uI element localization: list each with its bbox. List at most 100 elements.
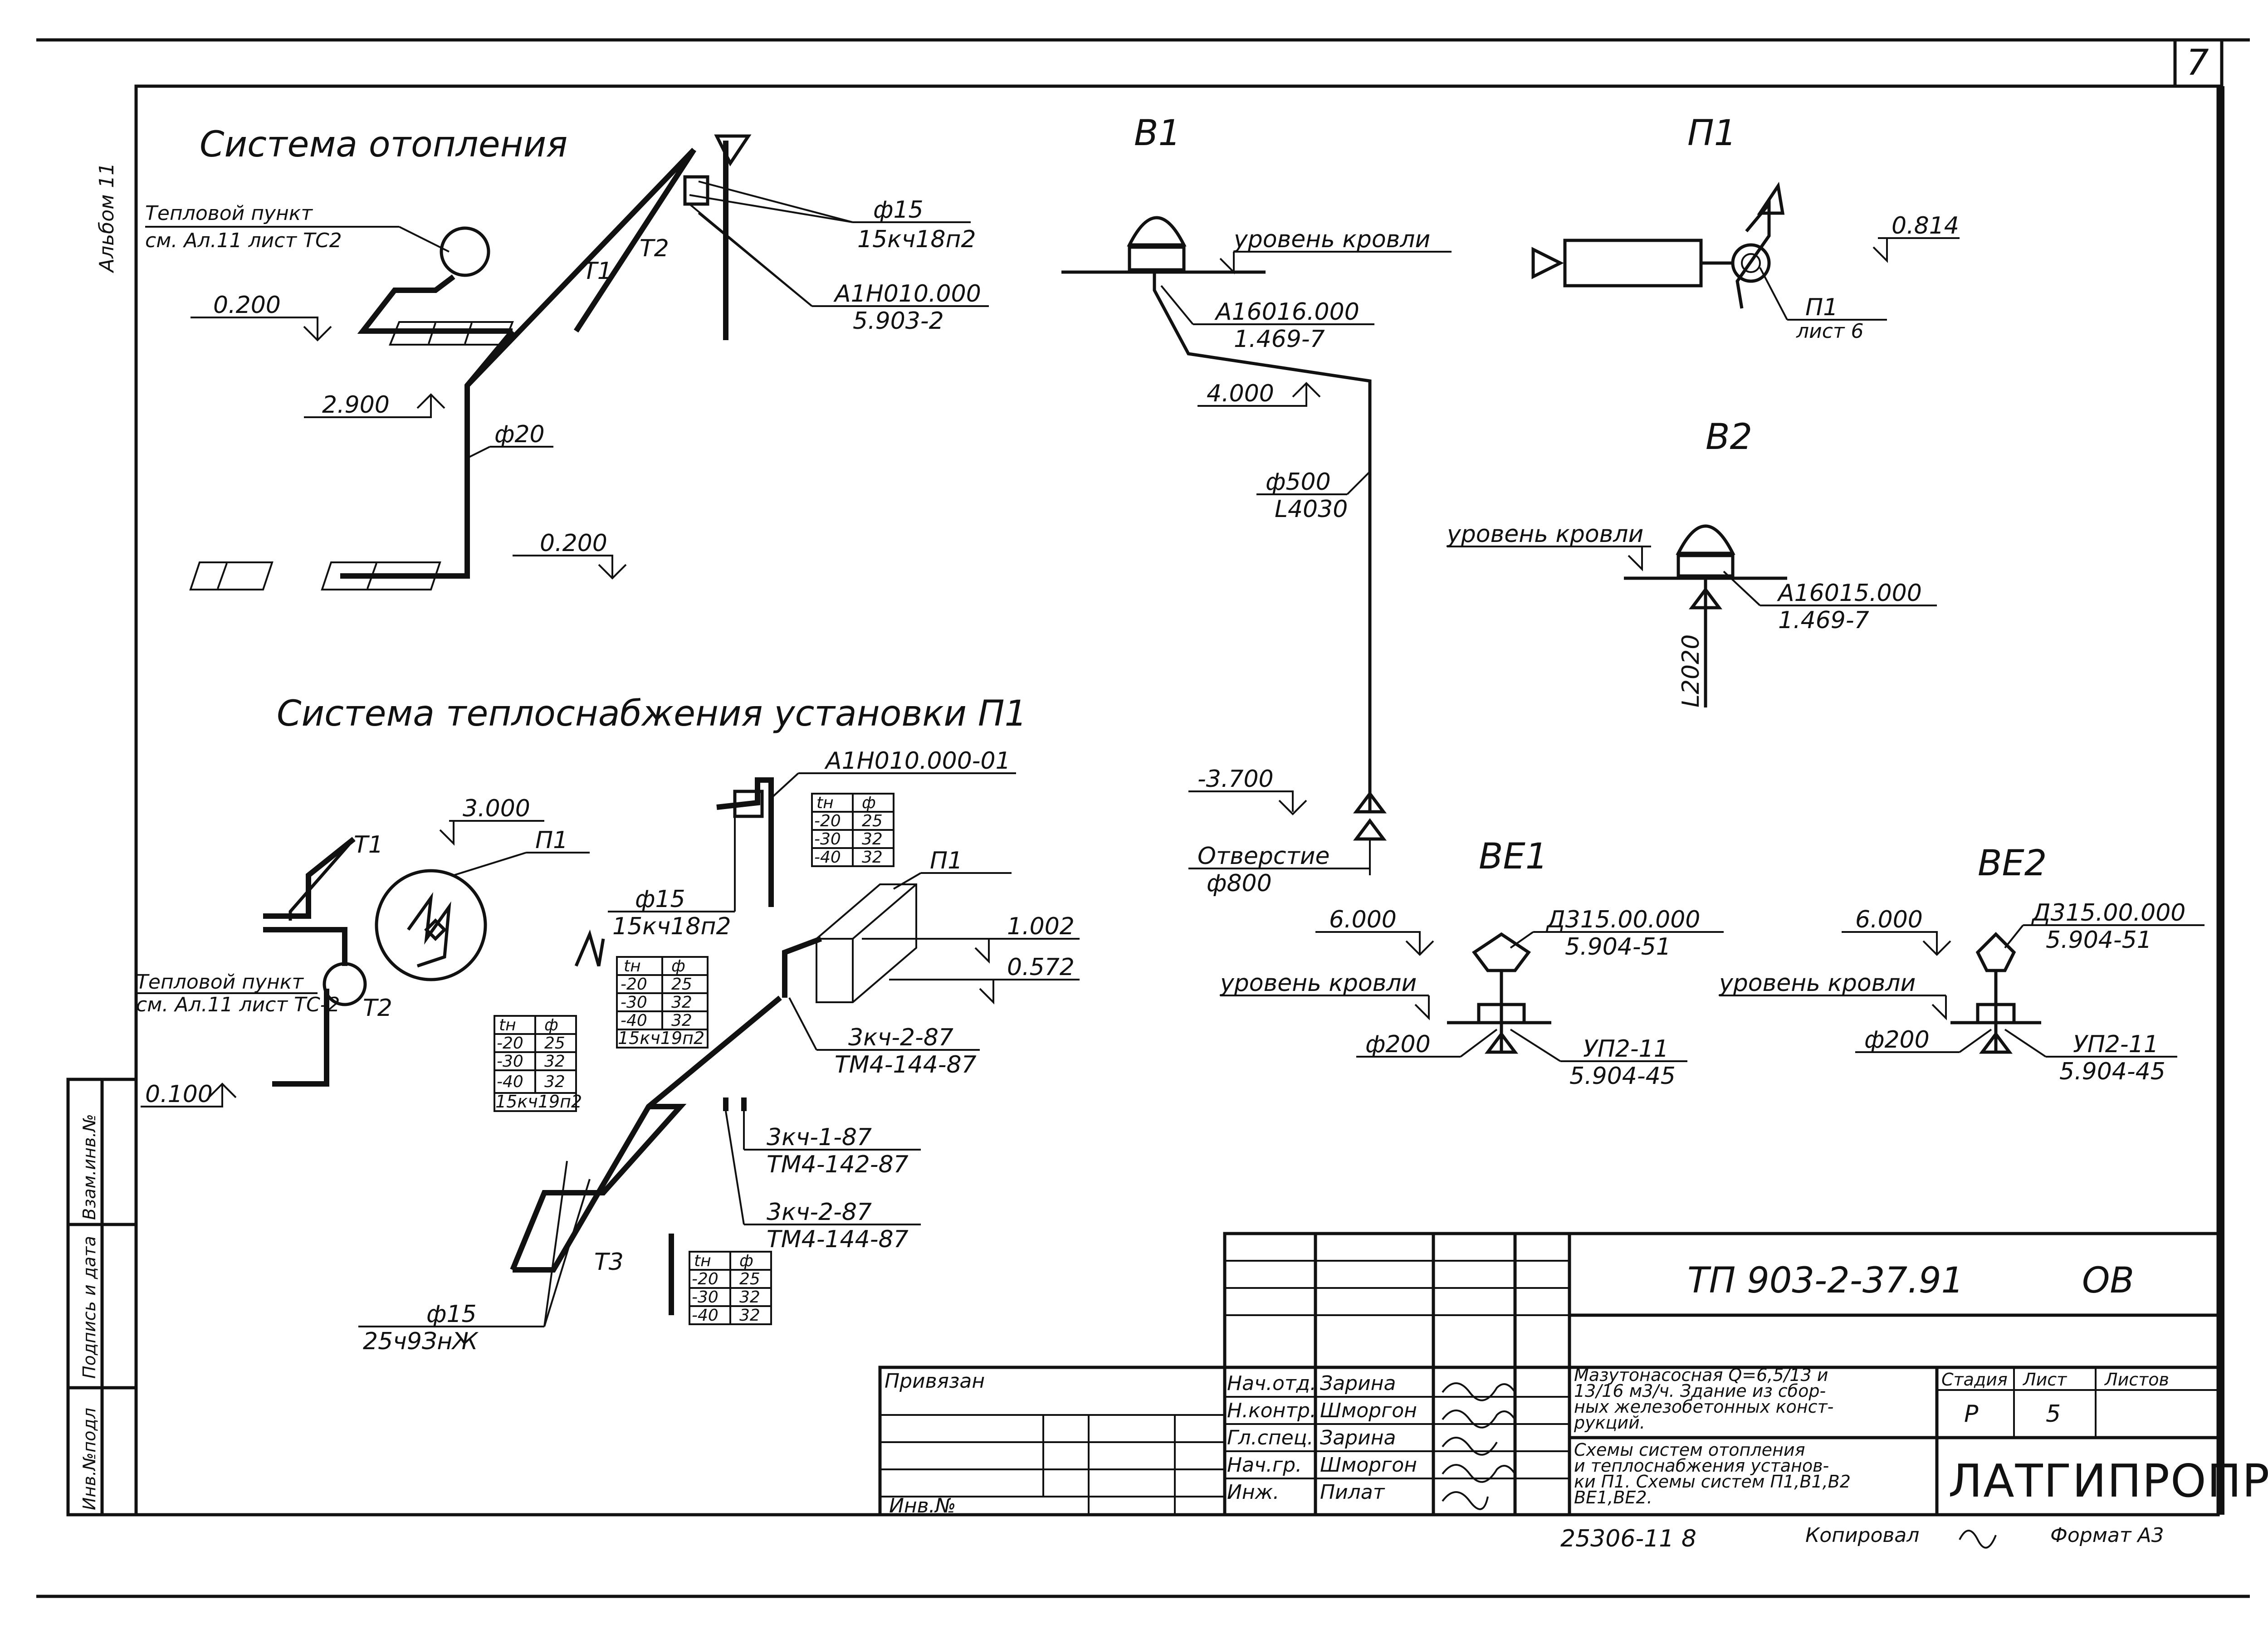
tb-drawing-2: и теплоснабжения установ- xyxy=(1574,1456,1829,1476)
v1-duct xyxy=(1153,272,1372,812)
ve2-ref-top-2: 5.904-51 xyxy=(2046,927,2152,954)
supply-level-0100: 0.100 xyxy=(145,1081,213,1108)
supply-valve3-2: ТМ4-144-87 xyxy=(767,1226,909,1253)
svg-text:25: 25 xyxy=(739,1270,760,1288)
supply-t1: Т1 xyxy=(354,831,383,858)
svg-text:-20: -20 xyxy=(621,975,647,994)
v1-opening-d: ф800 xyxy=(1207,870,1272,897)
svg-text:ф: ф xyxy=(671,957,685,976)
supply-valve3-1: 3кч-2-87 xyxy=(767,1199,872,1226)
svg-text:-30: -30 xyxy=(692,1288,719,1307)
supply-level-1002: 1.002 xyxy=(1007,913,1075,940)
tb-stage-head: Стадия xyxy=(1941,1370,2008,1390)
heating-pipe-small-code: 15кч18п2 xyxy=(857,226,976,253)
level-0200-b: 0.200 xyxy=(540,530,607,557)
svg-text:ф: ф xyxy=(862,794,876,812)
v1-level-bottom: -3.700 xyxy=(1198,766,1274,793)
supply-valve2-2: ТМ4-142-87 xyxy=(767,1151,909,1178)
ve1-title: ВЕ1 xyxy=(1479,836,1548,877)
tb-org: ЛАТГИПРОПРОМ xyxy=(1948,1454,2268,1507)
level-2900: 2.900 xyxy=(322,391,390,419)
supply-heatpoint-symbol xyxy=(323,962,367,1006)
level-0200-a: 0.200 xyxy=(213,292,281,319)
v1-level-top: 4.000 xyxy=(1207,380,1274,407)
tb-code: ТП 903-2-37.91 xyxy=(1687,1260,1964,1301)
tb-sheet: 5 xyxy=(2046,1400,2061,1428)
v1-pipe-d: ф500 xyxy=(1266,468,1331,496)
heating-ref-2: 5.903-2 xyxy=(853,307,944,335)
supply-pipe-a-code: 15кч18п2 xyxy=(612,913,731,940)
ve1-ref-bot-2: 5.904-45 xyxy=(1569,1063,1676,1090)
page-number: 7 xyxy=(2186,43,2209,83)
svg-text:32: 32 xyxy=(739,1288,760,1307)
heating-heatpoint-1: Тепловой пункт xyxy=(145,202,313,225)
svg-text:ф: ф xyxy=(739,1252,753,1270)
strip-sign: Подпись и дата xyxy=(79,1236,99,1379)
supply-duct-unit xyxy=(816,883,917,1003)
album-side: Альбом 11 xyxy=(95,163,118,273)
svg-text:32: 32 xyxy=(671,993,692,1012)
heating-ref-1: А1Н010.000 xyxy=(833,280,981,307)
supply-table-4: tн ф -20 25 -30 32 -40 32 xyxy=(689,1251,772,1325)
v2-ref-2: 1.469-7 xyxy=(1778,607,1869,634)
v2-roof: уровень кровли xyxy=(1446,521,1643,548)
svg-text:32: 32 xyxy=(862,848,883,867)
ve2-ref-bot-2: 5.904-45 xyxy=(2059,1058,2165,1085)
svg-text:tн: tн xyxy=(816,794,834,812)
supply-ref-top: А1Н010.000-01 xyxy=(824,747,1011,775)
v1-pipe-len: L4030 xyxy=(1275,496,1348,523)
title-block xyxy=(878,1232,2220,1517)
ve1-fan xyxy=(1471,932,1531,972)
heating-pipe-main: ф20 xyxy=(494,421,545,448)
ve2-roof: уровень кровли xyxy=(1718,970,1916,997)
tb-privyazan: Привязан xyxy=(885,1370,985,1393)
svg-text:25: 25 xyxy=(862,812,883,830)
tb-object-4: рукций. xyxy=(1574,1413,1645,1433)
tb-signatures xyxy=(1442,1382,1516,1510)
supply-level-3000: 3.000 xyxy=(463,795,530,822)
supply-heatpoint-2: см. Ал.11 лист ТС-2 xyxy=(136,993,340,1016)
svg-text:-20: -20 xyxy=(814,812,841,830)
ve2-pipe: ф200 xyxy=(1864,1026,1930,1054)
tb-object-3: ных железобетонных конст- xyxy=(1574,1397,1833,1417)
svg-text:15кч19п2: 15кч19п2 xyxy=(495,1092,582,1112)
tb-inv: Инв.№ xyxy=(889,1494,956,1517)
tb-section: ОВ xyxy=(2082,1260,2134,1301)
p1-intake-arrow xyxy=(1531,247,1564,279)
tb-object-1: Мазутонасосная Q=6,5/13 и xyxy=(1574,1365,1828,1385)
v2-ref-1: А16015.000 xyxy=(1777,580,1922,607)
page-number-box xyxy=(2173,38,2224,88)
tb-drawing-3: ки П1. Схемы систем П1,В1,В2 xyxy=(1574,1472,1851,1492)
svg-text:25: 25 xyxy=(671,975,692,994)
heating-pipes xyxy=(340,141,728,579)
heating-t1: Т1 xyxy=(583,258,612,285)
heating-title: Система отопления xyxy=(200,124,567,165)
ve1-ref-top-1: Д315.00.000 xyxy=(1546,906,1700,933)
svg-text:32: 32 xyxy=(544,1073,565,1091)
supply-pipe-b-code: 25ч9ЗнЖ xyxy=(363,1328,479,1355)
tb-name-5: Пилат xyxy=(1320,1481,1385,1504)
supply-title: Система теплоснабжения установки П1 xyxy=(277,693,1027,734)
tb-object-2: 13/16 м3/ч. Здание из сбор- xyxy=(1574,1381,1826,1401)
supply-t2: Т2 xyxy=(363,995,392,1022)
heating-heatpoint-2: см. Ал.11 лист ТС2 xyxy=(145,229,342,252)
svg-text:25: 25 xyxy=(544,1034,565,1053)
tb-role-1: Нач.отд. xyxy=(1227,1372,1316,1395)
p1-ref-1: П1 xyxy=(1805,294,1838,321)
svg-text:-30: -30 xyxy=(814,830,841,849)
p1-ref-2: лист 6 xyxy=(1796,320,1864,343)
ve1-roof: уровень кровли xyxy=(1219,970,1417,997)
ve1-pipe: ф200 xyxy=(1365,1031,1431,1058)
v1-ref-2: 1.469-7 xyxy=(1234,326,1325,353)
tb-copied: Копировал xyxy=(1805,1524,1919,1547)
p1-level: 0.814 xyxy=(1892,212,1959,239)
v2-deflector xyxy=(1676,524,1735,555)
v1-opening: Отверстие xyxy=(1198,843,1330,870)
tb-drawing-4: ВЕ1,ВЕ2. xyxy=(1574,1488,1652,1507)
heating-t2: Т2 xyxy=(640,235,669,262)
svg-text:tн: tн xyxy=(499,1016,516,1034)
heating-air-vent xyxy=(714,134,752,166)
tb-role-5: Инж. xyxy=(1227,1481,1279,1504)
svg-text:-20: -20 xyxy=(497,1034,523,1053)
